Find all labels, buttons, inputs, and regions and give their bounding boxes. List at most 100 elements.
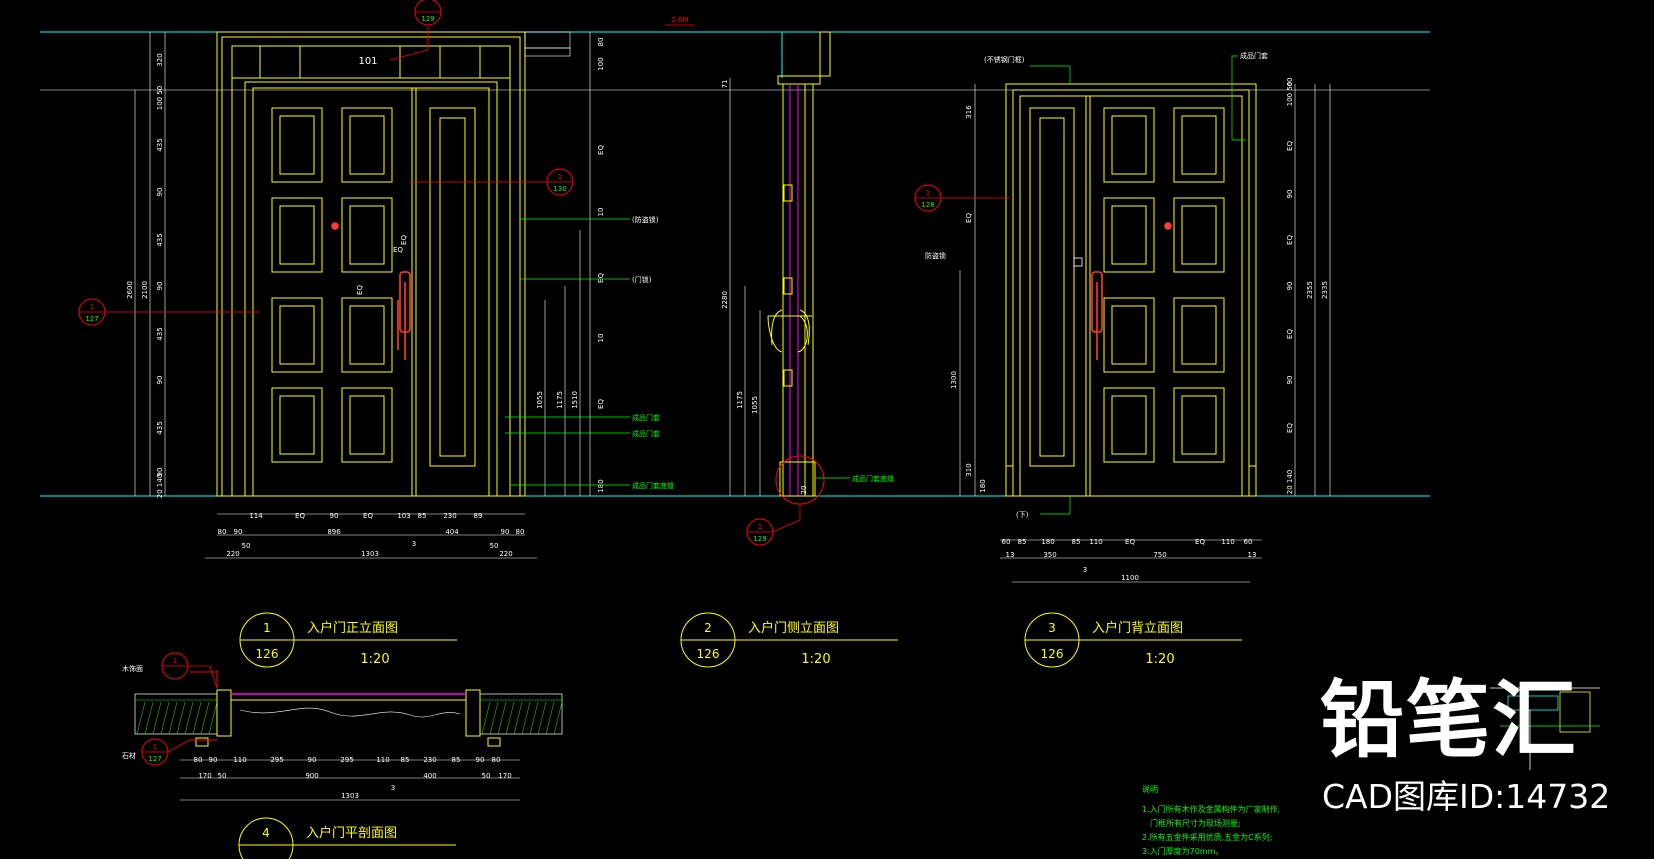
front-bottom-dim: EQ	[295, 512, 305, 520]
back-right-dim: 90	[1286, 376, 1294, 385]
back-bottom-dim: 60	[1244, 538, 1253, 546]
callout-leader-side_bottom	[772, 504, 801, 533]
hatch-line	[176, 701, 186, 735]
callout-leader-plan_left	[167, 739, 191, 753]
front-bottom-dim: 114	[249, 512, 263, 520]
back-right-dim: 100 50	[1286, 82, 1294, 107]
door-panel	[271, 297, 323, 373]
side-dim: 1055	[751, 396, 759, 414]
front-bottom-dim: 220	[226, 550, 239, 558]
door-panel	[341, 297, 393, 373]
title-num: 2	[704, 621, 712, 635]
front-bottom-dim: 90	[501, 528, 510, 536]
door-panel-inset	[1181, 115, 1217, 175]
front-right-dim: EQ	[597, 399, 605, 409]
title-sheet: 126	[256, 647, 279, 661]
hatch-line	[481, 701, 491, 735]
callout-sheet: 128	[921, 201, 934, 209]
back-left-dim: 310	[965, 463, 973, 476]
back-bottom-dim: 13	[1248, 551, 1257, 559]
plan-dim: 50	[482, 772, 491, 780]
front-bottom-dim: 90	[234, 528, 243, 536]
plan-dim: 80	[492, 756, 501, 764]
front-right-dim: 100	[597, 57, 605, 70]
callout-sheet: 127	[85, 315, 98, 323]
front-bottom-dim: 230	[443, 512, 456, 520]
plan-dim: 170	[498, 772, 511, 780]
door-panel-inset	[349, 205, 385, 265]
brand-watermark: 铅笔汇	[1320, 671, 1579, 769]
title-num: 4	[262, 826, 270, 840]
door-panel-inset	[1181, 205, 1217, 265]
back-left-dim: 180	[979, 479, 987, 492]
door-panel	[1103, 197, 1155, 273]
door-panel-inset	[1111, 205, 1147, 265]
back-right-dim: 90	[1286, 190, 1294, 199]
hatch-line	[489, 701, 499, 735]
notes-heading: 说明	[1142, 784, 1158, 794]
hatch-line	[136, 701, 146, 735]
front-right-dim: 180	[597, 479, 605, 492]
side-elevation	[767, 31, 831, 505]
back-top-note-right: 成品门套	[1240, 51, 1268, 60]
door-panel	[1173, 297, 1225, 373]
callout-num: 1	[758, 523, 762, 531]
plan-dim: 110	[233, 756, 246, 764]
notes-line-4: 3.入门厚度为70mm。	[1142, 846, 1223, 856]
title-scale: 1:20	[360, 652, 389, 667]
title-blocks: 1126入户门正立面图1:202126入户门侧立面图1:203126入户门背立面…	[238, 612, 1242, 859]
door-panel	[341, 387, 393, 463]
side-dim: 71	[721, 80, 729, 89]
back-bottom-dim: 3	[1083, 566, 1087, 574]
plan-dim: 85	[452, 756, 461, 764]
back-bottom-dim: 85	[1018, 538, 1027, 546]
door-panel-inset	[1181, 305, 1217, 365]
back-top-right-leader	[1231, 55, 1246, 141]
hatch-line	[497, 701, 507, 735]
notes-line-1: 1.入门所有木作及金属构件为厂家制作,	[1142, 804, 1280, 814]
hatch-line	[553, 701, 563, 735]
callout-num: 1	[173, 657, 177, 665]
callout-leader-plan_top	[188, 665, 218, 689]
hatch-line	[192, 701, 202, 735]
front-bottom-dim: 103	[397, 512, 410, 520]
front-left-dim: 90	[156, 188, 164, 197]
front-bottom-dim: 85	[418, 512, 427, 520]
door-panel-inset	[349, 115, 385, 175]
plan-dim: 400	[423, 772, 436, 780]
front-right-total: 1175	[556, 391, 564, 409]
notes-line-3: 2.所有五金件采用优质,五金为C系列;	[1142, 832, 1272, 842]
back-bottom-note: (下)	[1016, 511, 1029, 519]
back-bottom-dim: 110	[1089, 538, 1102, 546]
front-right-dim: 10	[597, 334, 605, 343]
callout-sheet: 129	[753, 535, 766, 543]
door-panel	[271, 387, 323, 463]
front-bottom-dim: 404	[445, 528, 459, 536]
plan-mid: 3	[391, 784, 395, 792]
title-name: 入户门背立面图	[1092, 620, 1183, 636]
title-num: 3	[1048, 621, 1056, 635]
front-right-total: 1055	[536, 391, 544, 409]
back-bottom-dim: 13	[1006, 551, 1015, 559]
callout-sheet: 127	[148, 755, 161, 763]
back-top-note-left: (不锈钢门框)	[984, 55, 1025, 64]
door-panel	[1103, 387, 1155, 463]
door-panel-inset	[279, 305, 315, 365]
back-top-leader	[1030, 65, 1071, 84]
front-note: 成品门套	[632, 429, 660, 438]
back-left-dim: 1300	[950, 371, 958, 389]
back-right-dim: 20 140	[1286, 470, 1294, 495]
front-bottom-dim: 1303	[361, 550, 379, 558]
callout-num: 1	[153, 743, 157, 751]
front-bottom-dim: 80	[218, 528, 227, 536]
front-inner-dim: EQ	[356, 285, 364, 295]
front-bottom-dim: 50	[490, 542, 499, 550]
hatch-line	[144, 701, 154, 735]
hatch-line	[505, 701, 515, 735]
side-dim: 1175	[736, 391, 744, 409]
title-name: 入户门平剖面图	[306, 825, 397, 841]
front-left-dim: 90	[156, 468, 164, 477]
callout-num: 1	[558, 173, 562, 181]
plan-dim: 230	[423, 756, 436, 764]
title-scale: 1:20	[801, 652, 830, 667]
